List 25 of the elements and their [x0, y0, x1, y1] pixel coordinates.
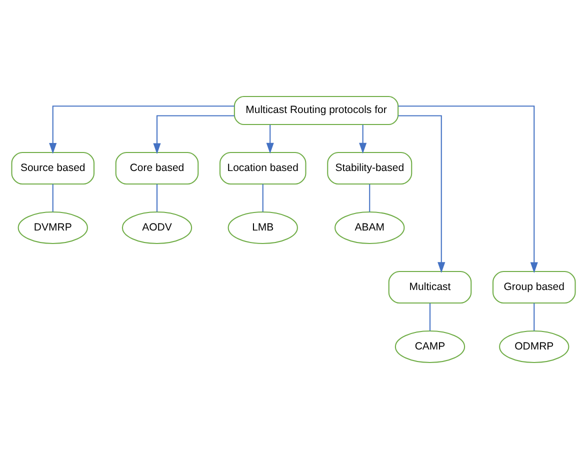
node-ellipse: CAMP	[394, 330, 466, 364]
node-box: Group based	[492, 270, 576, 304]
connector	[429, 303, 431, 331]
arrow	[153, 115, 234, 154]
node-box: Core based	[115, 152, 199, 185]
node-box: Location based	[219, 152, 306, 185]
node-ellipse: ODMRP	[499, 330, 570, 364]
node-box: Stability-based	[327, 152, 412, 185]
node-box: Source based	[11, 152, 95, 185]
connector	[262, 184, 264, 212]
connector	[534, 303, 535, 331]
arrow	[398, 115, 446, 273]
node-ellipse: LMB	[228, 211, 298, 244]
node-ellipse: ABAM	[334, 211, 405, 244]
node-ellipse: AODV	[122, 211, 192, 244]
arrow	[398, 106, 538, 274]
node-ellipse: DVMRP	[18, 211, 88, 244]
node-box: Multicast	[388, 270, 472, 304]
arrow	[359, 124, 367, 154]
connector	[369, 184, 370, 212]
arrow	[266, 124, 274, 154]
arrow	[49, 106, 234, 154]
connector	[156, 184, 158, 212]
node-box: Multicast Routing protocols for	[234, 96, 399, 126]
connector	[52, 184, 54, 212]
